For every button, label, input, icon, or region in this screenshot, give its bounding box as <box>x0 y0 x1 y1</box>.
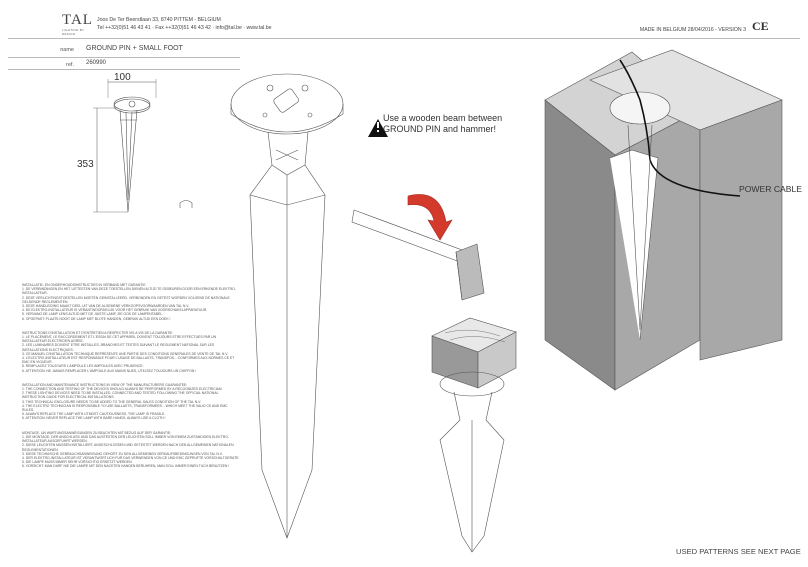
instruction-line: 5. ALWAYS REPLACE THE LAMP WITH UTMOST C… <box>22 412 166 417</box>
warning-triangle-icon <box>368 119 388 137</box>
small-spike-drawing <box>93 79 157 213</box>
logo-mark: TAL <box>62 12 93 28</box>
dimension-width: 100 <box>114 72 131 83</box>
product-ref: 260990 <box>86 60 107 66</box>
name-label: name <box>60 47 74 53</box>
dimension-height: 353 <box>77 159 94 170</box>
ref-label: ref. <box>66 62 74 68</box>
instruction-line: 3. THIS TECHNICAL ENCLOSURE NEEDS TO BE … <box>22 399 201 404</box>
tal-logo: TAL LIGHTING BY DESIGN <box>62 13 92 37</box>
instruction-line: 5. VERVANG DE LAMP LENS ALTIJD MET DE JU… <box>22 312 164 317</box>
large-spike-drawing <box>230 73 344 539</box>
header-divider <box>8 38 800 39</box>
instructions-nl: INSTALLATIE- EN ONDERHOUDSINSTRUCTIES IN… <box>22 283 240 321</box>
logo-subtitle: LIGHTING BY DESIGN <box>62 28 85 36</box>
instruction-line: 5. REMPLACEZ TOUJOURS L'AMPOULE LES AMPO… <box>22 364 144 369</box>
made-in-version: MADE IN BELGIUM 28/04/2016 - VERSION 3 <box>639 27 746 33</box>
hammer-drawing <box>351 209 485 301</box>
instruction-line: 1. THE CONNECTION AND TESTING OF THE DEV… <box>22 387 223 392</box>
foot-profile-icon <box>179 200 193 208</box>
name-divider <box>8 57 240 58</box>
strike-arrow <box>407 194 453 241</box>
instruction-line: INSTALLATIE- EN ONDERHOUDSINSTRUCTIES IN… <box>22 283 146 287</box>
ground-block-drawing <box>544 49 783 391</box>
instruction-line: 3. DIESE TECHNISCHE GEBRAUCHSANWEISUNG G… <box>22 451 223 456</box>
instruction-line: 1. DE VERBINDINGEN EN HET UITTESTEN VAN … <box>22 287 236 296</box>
instruction-line: 4. THE ELECTRO TECHNICIAN IS RESPONSIBLE… <box>22 403 228 413</box>
instruction-line: 2. DIESE LEUCHTEN MUSSEN INSTALLIERT, AN… <box>22 443 234 452</box>
ce-mark: CE <box>752 19 769 33</box>
instruction-line: 6. VORSICHT: MAN DARF NIE DIE LAMPE MIT … <box>22 464 230 469</box>
instruction-line: 6. ATTENTION: NEVER REPLACE THE LAMP WIT… <box>22 416 166 421</box>
instructions-panel: INSTALLATIE- EN ONDERHOUDSINSTRUCTIES IN… <box>22 283 240 479</box>
instructions-fr: INSTRUCTIONS D'INSTALLATION ET D'ENTRETI… <box>22 331 240 373</box>
instruction-line: 5. DIE LAMPE MUSS IMMER SEHR VORSICHTIG … <box>22 460 133 465</box>
instruction-line: 1. LE PLACEMENT, LE RACCORDEMENT ET L'ES… <box>22 335 217 344</box>
instruction-line: 6. OPGEPAST: PLAATS NOOIT DE LAMP MET BL… <box>22 316 171 321</box>
company-address: Joos De Ter Beerstlaan 33, 8740 PITTEM -… <box>97 17 221 23</box>
instruction-line: MONTAGE- UN WARTUNGSANWEISUNGEN ZU BEACH… <box>22 430 172 435</box>
instruction-line: 4. DER ELEKTRO-INSTALLATEUR IST VERANTWO… <box>22 455 240 460</box>
instruction-line: 4. DE ELEKTRO-INSTALLATEUR IS VERANTWOOR… <box>22 308 208 313</box>
instruction-line: 6. ATTENTION: NE JAMAIS REMPLACER L'AMPO… <box>22 368 197 373</box>
warning-message: Use a wooden beam between GROUND PIN and… <box>383 113 503 134</box>
instruction-line: INSTRUCTIONS D'INSTALLATION ET D'ENTRETI… <box>22 330 173 335</box>
instructions-de: MONTAGE- UN WARTUNGSANWEISUNGEN ZU BEACH… <box>22 431 240 469</box>
instruction-line: 2. DEZE VERLICHTINGSTOESTELLEN MOETEN GE… <box>22 295 230 304</box>
instruction-line: INSTALLATION AND MAINTENANCE INSTRUCTION… <box>22 382 188 387</box>
ref-divider <box>8 69 240 70</box>
instruction-line: 4. L'ELECTRO-INSTALLATEUR EST RESPONSABL… <box>22 356 235 365</box>
power-cable-label: POWER CABLE <box>739 184 803 194</box>
instruction-line: 3. DEZE HANDLEIDING MAAKT DEEL UIT VAN D… <box>22 304 190 309</box>
product-name: GROUND PIN + SMALL FOOT <box>86 45 183 52</box>
footer-note: USED PATTERNS SEE NEXT PAGE <box>676 547 801 556</box>
company-info: Joos De Ter Beerstlaan 33, 8740 PITTEM -… <box>97 16 272 32</box>
wood-block-drawing <box>431 317 517 553</box>
instruction-line: 2. THESE LIGHTING DEVICES NEED TO BE INS… <box>22 391 219 400</box>
instruction-line: 1. DIE MONTAGE, DER ANSCHLUSS UND DAS AU… <box>22 434 229 444</box>
company-contact: Tel ++32(0)51 46 43 41 · Fax ++32(0)51 4… <box>97 25 272 31</box>
instruction-line: 3. CE MANUEL D'INSTALLATION TECHNIQUE RE… <box>22 351 229 356</box>
instruction-line: 2. LES LUMINAIRES DOIVENT ETRE INSTALLES… <box>22 343 215 352</box>
instructions-en: INSTALLATION AND MAINTENANCE INSTRUCTION… <box>22 383 240 421</box>
